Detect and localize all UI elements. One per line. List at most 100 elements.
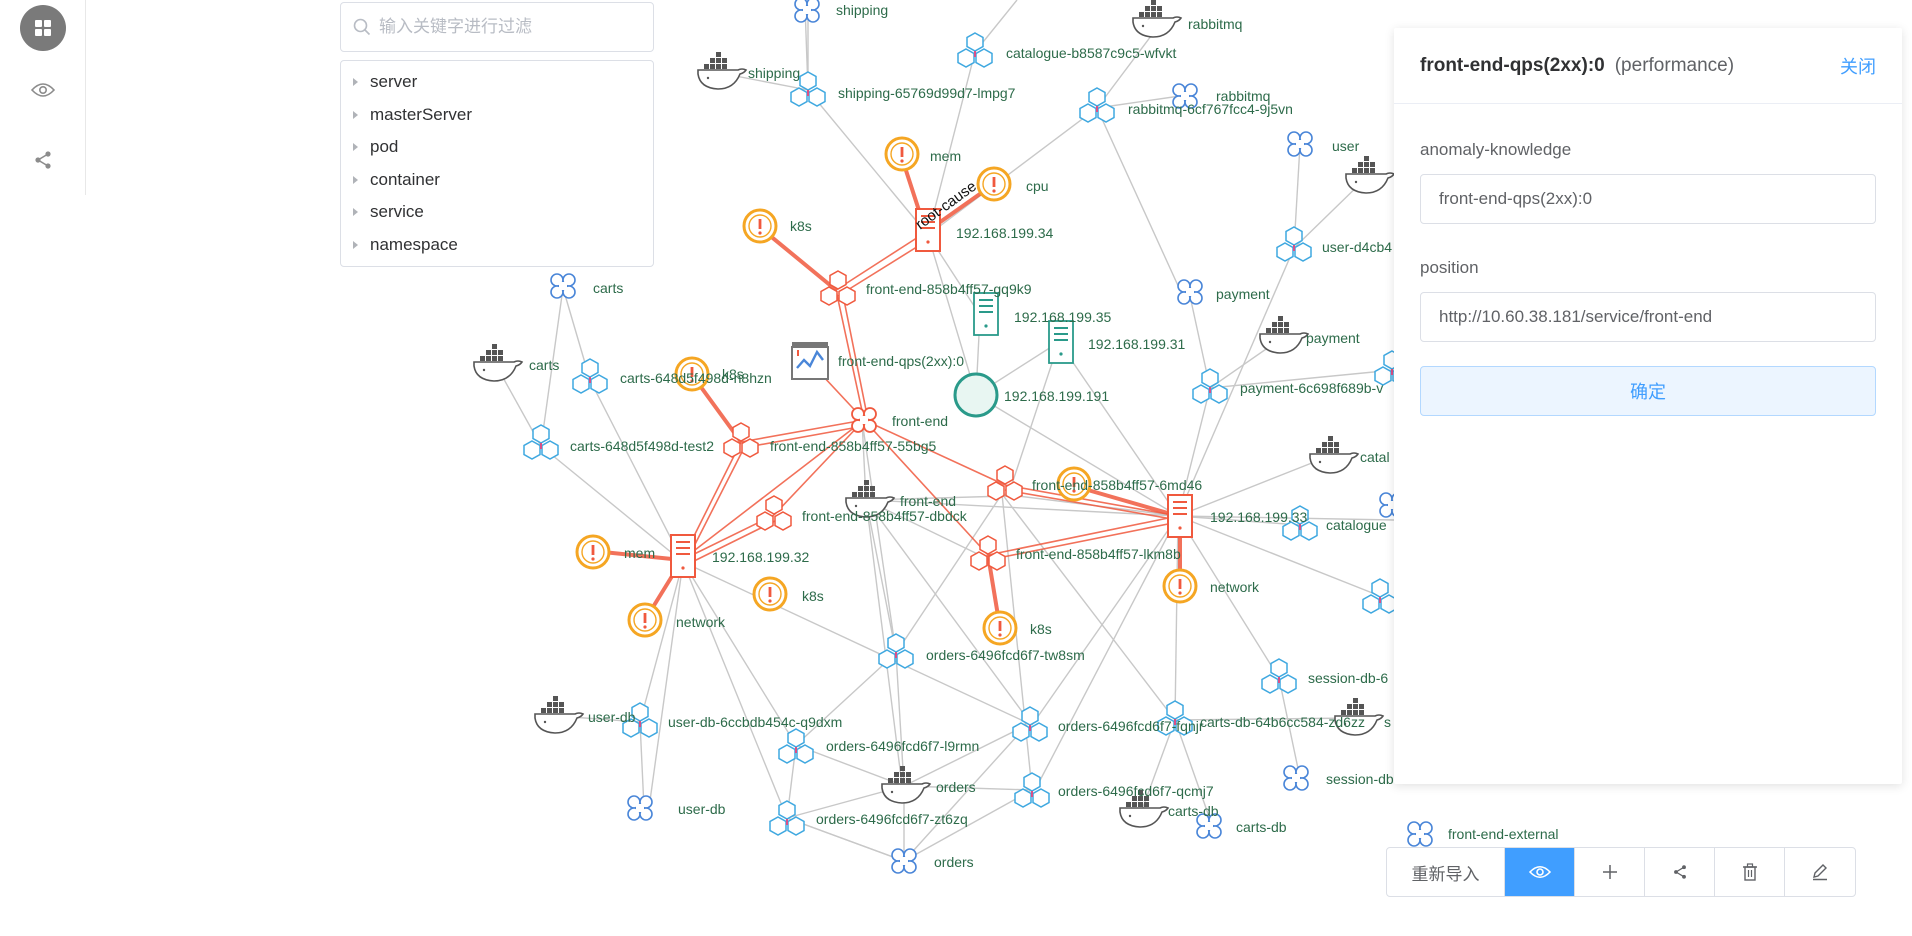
svg-text:rabbitmq: rabbitmq	[1188, 16, 1242, 32]
eye-icon[interactable]	[20, 67, 66, 113]
warning-node[interactable]	[627, 602, 663, 638]
warning-node[interactable]	[1162, 568, 1198, 604]
pod-node[interactable]	[1261, 658, 1297, 694]
service-node[interactable]	[891, 848, 917, 874]
container-node[interactable]	[1259, 315, 1309, 354]
svg-text:s: s	[1384, 714, 1391, 730]
edit-button[interactable]	[1785, 848, 1855, 896]
server-node[interactable]	[670, 534, 696, 578]
container-node[interactable]	[1309, 435, 1359, 474]
delete-button[interactable]	[1715, 848, 1785, 896]
tree-item-masterserver[interactable]: masterServer	[341, 99, 653, 132]
svg-text:front-end-858b4ff57-lkm8b: front-end-858b4ff57-lkm8b	[1016, 546, 1181, 562]
svg-text:network: network	[676, 614, 726, 630]
caret-right-icon	[353, 143, 358, 152]
svg-text:shipping-65769d99d7-lmpg7: shipping-65769d99d7-lmpg7	[838, 85, 1016, 101]
service-node[interactable]	[794, 0, 820, 23]
service-node[interactable]	[550, 273, 576, 299]
server-node[interactable]	[1048, 320, 1074, 364]
pod-node[interactable]	[756, 495, 792, 531]
container-node[interactable]	[1345, 155, 1395, 194]
svg-text:mem: mem	[930, 148, 961, 164]
service-node[interactable]	[1407, 821, 1433, 847]
caret-right-icon	[353, 78, 358, 87]
view-button[interactable]	[1505, 848, 1575, 896]
pod-node[interactable]	[1192, 368, 1228, 404]
performance-metric-icon[interactable]	[791, 342, 829, 380]
svg-text:orders-6496fcd6f7-tw8sm: orders-6496fcd6f7-tw8sm	[926, 647, 1085, 663]
warning-node[interactable]	[884, 136, 920, 172]
svg-text:front-end-external: front-end-external	[1448, 826, 1559, 842]
svg-text:catalogue: catalogue	[1326, 517, 1387, 533]
share-button[interactable]	[1645, 848, 1715, 896]
svg-text:k8s: k8s	[790, 218, 812, 234]
confirm-button[interactable]: 确定	[1420, 366, 1876, 416]
pod-node[interactable]	[523, 424, 559, 460]
pod-node[interactable]	[1014, 772, 1050, 808]
container-node[interactable]	[1132, 0, 1182, 38]
service-node[interactable]	[851, 407, 877, 433]
svg-text:192.168.199.35: 192.168.199.35	[1014, 309, 1112, 325]
panel-title: front-end-qps(2xx):0	[1420, 54, 1605, 76]
close-button[interactable]: 关闭	[1840, 56, 1876, 77]
svg-text:carts-db: carts-db	[1168, 803, 1219, 819]
warning-node[interactable]	[752, 576, 788, 612]
svg-text:network: network	[1210, 579, 1260, 595]
warning-node[interactable]	[742, 208, 778, 244]
svg-text:192.168.199.33: 192.168.199.33	[1210, 509, 1308, 525]
share-icon	[1673, 865, 1686, 879]
svg-text:user: user	[1332, 138, 1360, 154]
tree-item-label: masterServer	[370, 104, 473, 124]
add-button[interactable]	[1575, 848, 1645, 896]
grid-icon[interactable]	[20, 5, 66, 51]
svg-text:orders-6496fcd6f7-zt6zq: orders-6496fcd6f7-zt6zq	[816, 811, 968, 827]
svg-text:front-end-qps(2xx):0: front-end-qps(2xx):0	[838, 353, 964, 369]
share-icon[interactable]	[20, 137, 66, 183]
service-node[interactable]	[1177, 279, 1203, 305]
server-node[interactable]	[1167, 494, 1193, 538]
svg-text:payment: payment	[1216, 286, 1270, 302]
pod-node[interactable]	[1362, 578, 1398, 614]
tree-item-container[interactable]: container	[341, 164, 653, 197]
pod-node[interactable]	[1276, 226, 1312, 262]
service-node[interactable]	[627, 795, 653, 821]
svg-text:front-end-858b4ff57-6md46: front-end-858b4ff57-6md46	[1032, 477, 1202, 493]
svg-text:k8s: k8s	[1030, 621, 1052, 637]
namespace-node[interactable]	[953, 372, 999, 418]
tree-item-namespace[interactable]: namespace	[341, 229, 653, 262]
service-node[interactable]	[1287, 131, 1313, 157]
filter-input[interactable]	[379, 17, 639, 37]
tree-item-label: server	[370, 72, 418, 92]
svg-text:user-db: user-db	[588, 709, 636, 725]
svg-text:carts-648d5f498d-test2: carts-648d5f498d-test2	[570, 438, 714, 454]
svg-text:front-end: front-end	[892, 413, 948, 429]
service-node[interactable]	[1283, 765, 1309, 791]
reimport-button[interactable]: 重新导入	[1387, 848, 1505, 896]
search-box[interactable]	[340, 2, 654, 52]
tree-item-pod[interactable]: pod	[341, 131, 653, 164]
svg-text:orders-6496fcd6f7-l9rmn: orders-6496fcd6f7-l9rmn	[826, 738, 979, 754]
tree-item-server[interactable]: server	[341, 66, 653, 99]
position-field[interactable]: http://10.60.38.181/service/front-end	[1420, 292, 1876, 342]
pod-node[interactable]	[572, 358, 608, 394]
warning-node[interactable]	[976, 166, 1012, 202]
warning-node[interactable]	[575, 534, 611, 570]
container-node[interactable]	[534, 695, 584, 734]
svg-text:shipping: shipping	[836, 2, 888, 18]
svg-text:orders-6496fcd6f7-fqnjr: orders-6496fcd6f7-fqnjr	[1058, 718, 1204, 734]
knowledge-field[interactable]: front-end-qps(2xx):0	[1420, 174, 1876, 224]
eye-icon	[1528, 865, 1551, 879]
container-node[interactable]	[881, 765, 931, 804]
pod-node[interactable]	[1012, 706, 1048, 742]
tree-item-label: service	[370, 202, 424, 222]
container-node[interactable]	[697, 51, 747, 90]
server-node[interactable]	[973, 292, 999, 336]
detail-panel: front-end-qps(2xx):0 (performance) 关闭 an…	[1394, 28, 1902, 784]
svg-text:front-end-858b4ff57-55bg5: front-end-858b4ff57-55bg5	[770, 438, 937, 454]
tree-item-service[interactable]: service	[341, 196, 653, 229]
svg-text:session-db: session-db	[1326, 771, 1394, 787]
warning-node[interactable]	[982, 610, 1018, 646]
container-node[interactable]	[473, 343, 523, 382]
pod-node[interactable]	[769, 800, 805, 836]
